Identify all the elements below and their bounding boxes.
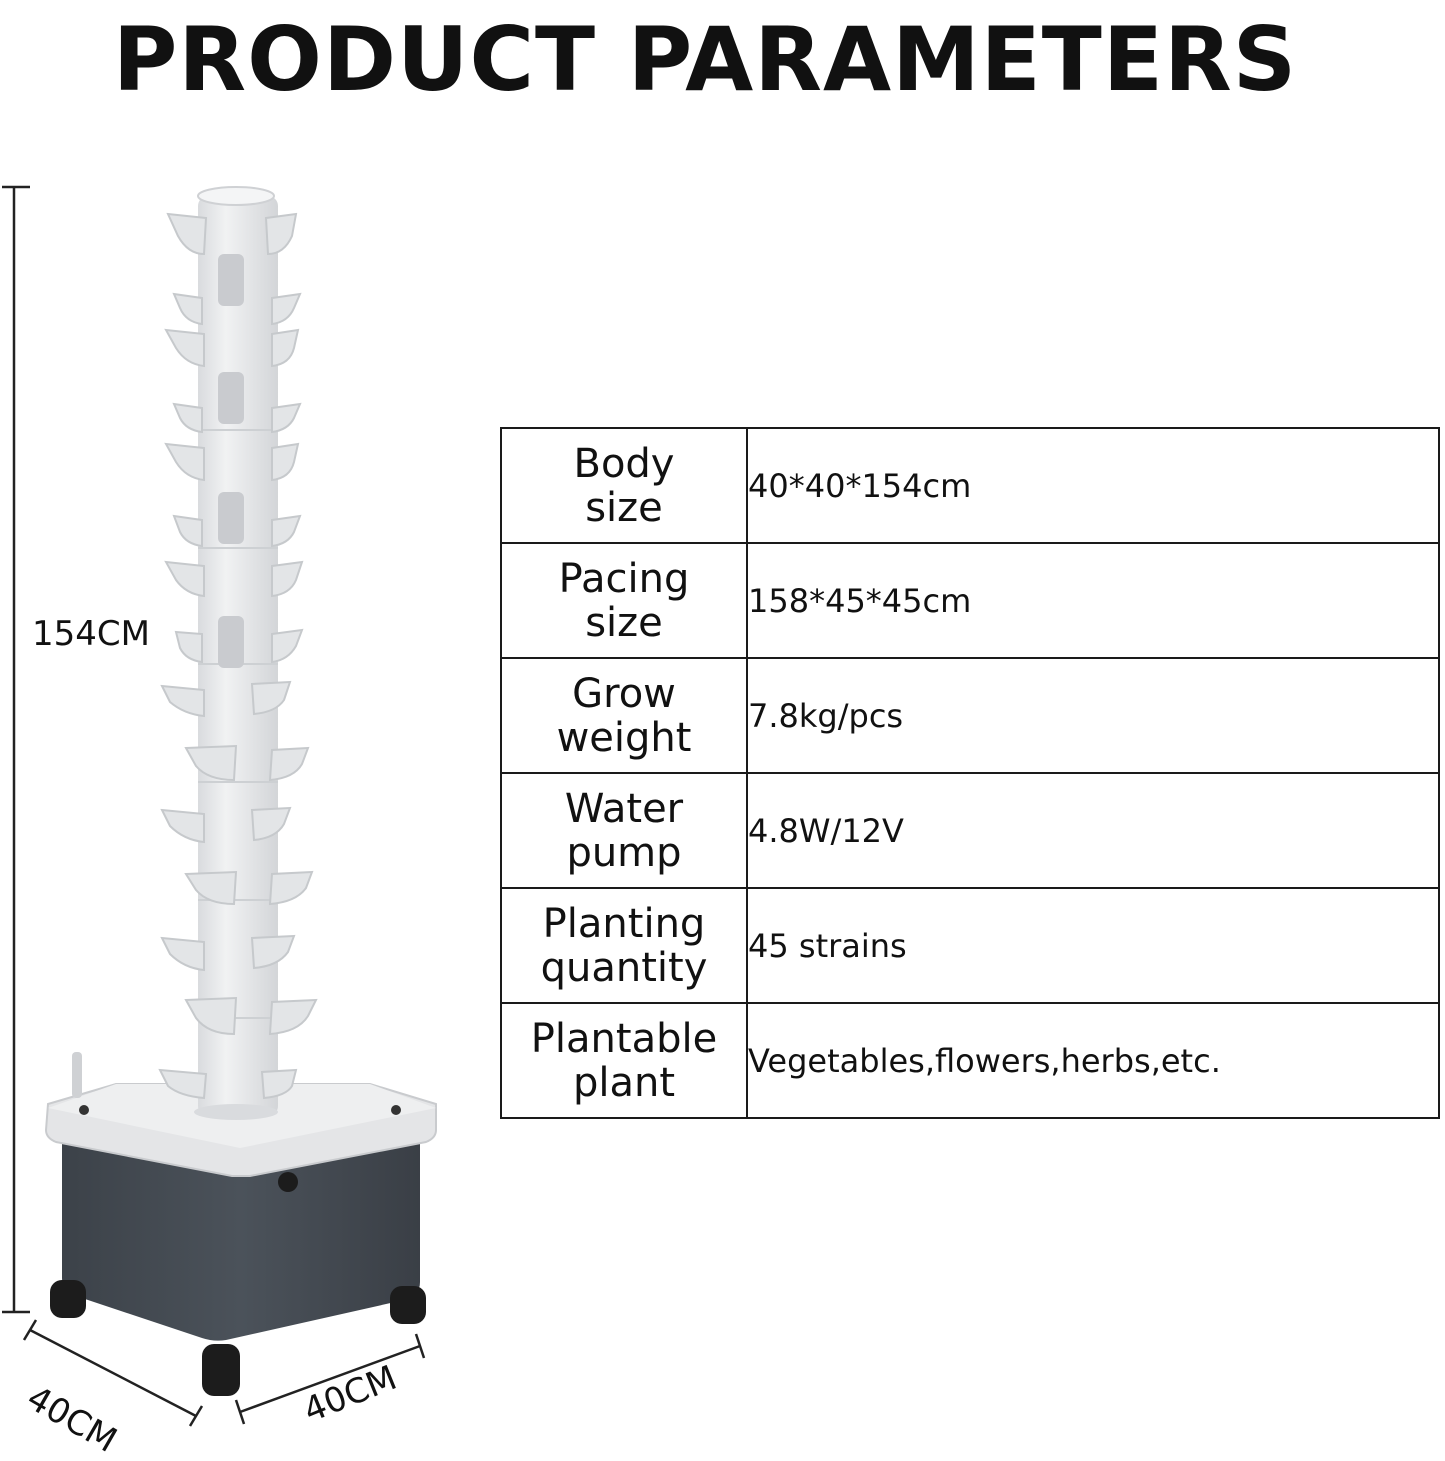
- depth-dimension-line: [22, 1319, 204, 1427]
- param-name-line: size: [585, 599, 663, 646]
- param-name-line: Water: [564, 785, 684, 832]
- water-tank: [62, 1130, 420, 1341]
- param-value-cell: 45 strains: [746, 887, 1440, 1004]
- table-row: Planting quantity 45 strains: [500, 887, 1440, 1004]
- param-name-line: weight: [556, 714, 692, 761]
- table-row: Grow weight 7.8kg/pcs: [500, 657, 1440, 774]
- param-name-line: size: [585, 484, 663, 531]
- param-name-line: Plantable: [530, 1015, 718, 1062]
- table-row: Body size 40*40*154cm: [500, 427, 1440, 544]
- planting-cups: [158, 212, 318, 1100]
- param-name-line: Pacing: [558, 555, 690, 602]
- param-name-cell: Water pump: [500, 772, 748, 889]
- table-row: Pacing size 158*45*45cm: [500, 542, 1440, 659]
- param-value-cell: 7.8kg/pcs: [746, 657, 1440, 774]
- param-name-line: Planting: [542, 900, 706, 947]
- param-value-cell: 4.8W/12V: [746, 772, 1440, 889]
- parameters-table: Body size 40*40*154cm Pacing size 158*45…: [500, 427, 1440, 1119]
- param-name-line: quantity: [540, 944, 708, 991]
- caster-wheels: [50, 1280, 426, 1396]
- param-value-cell: 158*45*45cm: [746, 542, 1440, 659]
- param-name-cell: Planting quantity: [500, 887, 748, 1004]
- width-dimension-line: [234, 1333, 426, 1425]
- table-row: Plantable plant Vegetables,flowers,herbs…: [500, 1002, 1440, 1119]
- param-name-cell: Pacing size: [500, 542, 748, 659]
- table-row: Water pump 4.8W/12V: [500, 772, 1440, 889]
- param-name-line: Body: [573, 440, 675, 487]
- hydroponic-tower-illustration: [2, 185, 437, 1427]
- param-name-cell: Grow weight: [500, 657, 748, 774]
- tower-column: [194, 186, 278, 1120]
- param-value-cell: Vegetables,flowers,herbs,etc.: [746, 1002, 1440, 1119]
- page-title: PRODUCT PARAMETERS: [112, 8, 1298, 111]
- param-name-cell: Body size: [500, 427, 748, 544]
- height-dimension-label: 154CM: [32, 614, 150, 654]
- param-name-line: Grow: [572, 670, 676, 717]
- param-name-cell: Plantable plant: [500, 1002, 748, 1119]
- param-name-line: plant: [572, 1059, 676, 1106]
- param-name-line: pump: [566, 829, 682, 876]
- height-dimension-line: [2, 185, 30, 1314]
- param-value-cell: 40*40*154cm: [746, 427, 1440, 544]
